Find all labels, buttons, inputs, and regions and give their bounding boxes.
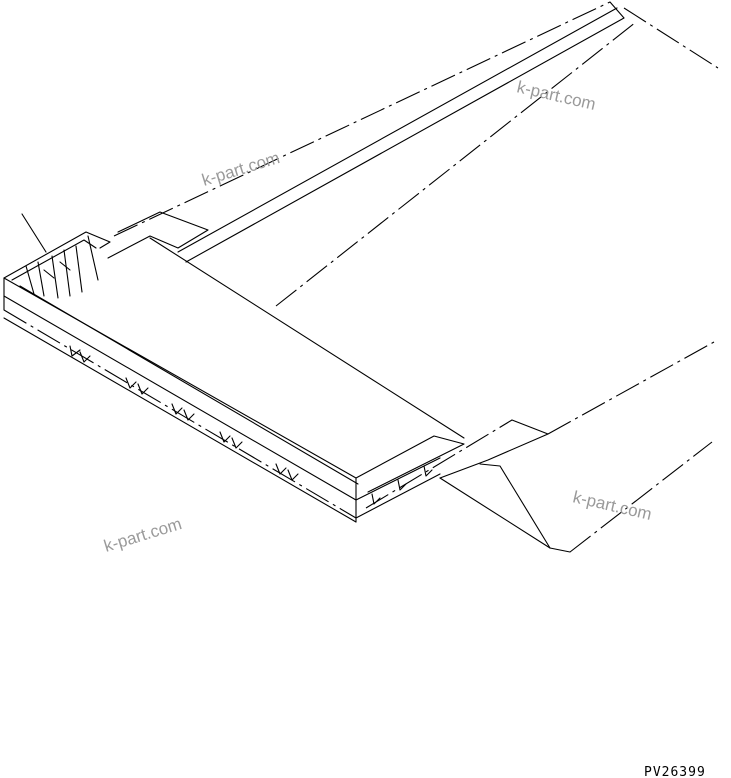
watermark-text: k-part.com [200,148,282,190]
right-step [365,341,715,553]
watermark-text: k-part.com [515,77,598,114]
watermark-text: k-part.com [571,487,654,524]
main-plate [3,237,465,523]
upper-rails [113,1,719,307]
watermark-text: k-part.com [102,514,184,556]
back-step [107,211,209,259]
drawing-code: PV26399 [644,765,706,778]
underside-teeth [69,345,433,505]
end-bracket [3,213,111,299]
